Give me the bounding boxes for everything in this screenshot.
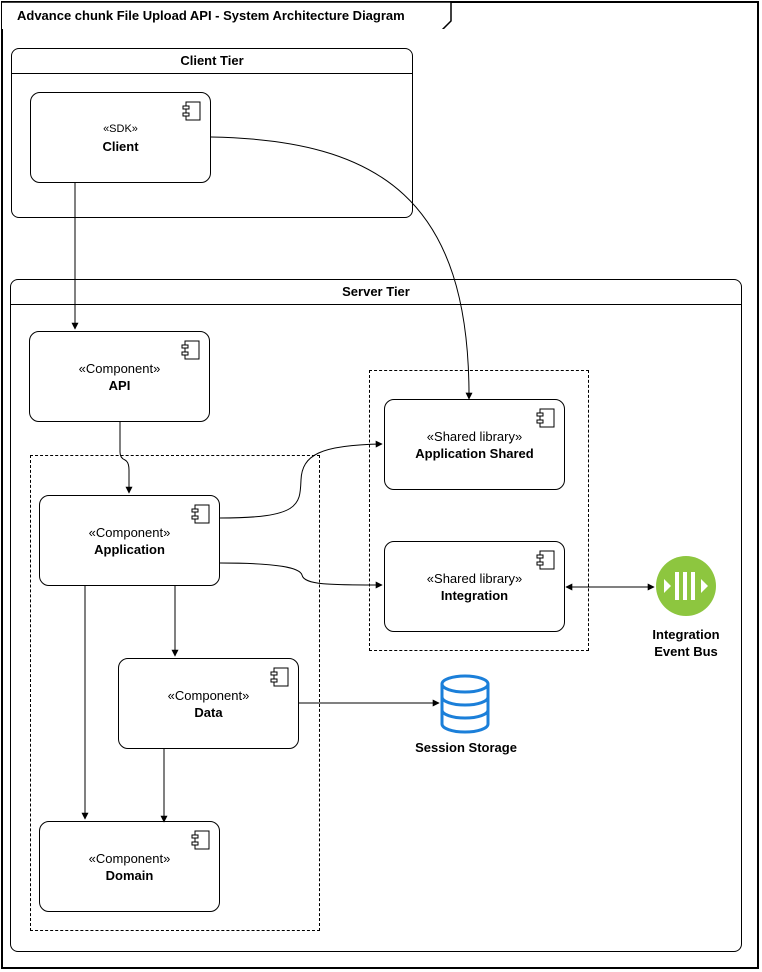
application-stereotype: «Component» <box>88 524 171 540</box>
component-icon <box>536 408 555 428</box>
component-icon <box>536 550 555 570</box>
client-component[interactable]: «SDK» Client <box>30 92 211 183</box>
api-component[interactable]: «Component» API <box>29 331 210 422</box>
core-group-boundary <box>30 455 320 931</box>
domain-name: Domain <box>105 867 154 883</box>
session-storage-label: Session Storage <box>415 740 517 755</box>
data-stereotype: «Component» <box>167 687 250 703</box>
component-icon <box>191 830 210 850</box>
application-shared-name: Application Shared <box>415 445 534 461</box>
application-shared-component[interactable]: «Shared library» Application Shared <box>384 399 565 490</box>
client-stereotype: «SDK» <box>103 122 138 135</box>
component-icon <box>181 340 200 360</box>
component-icon <box>270 667 289 687</box>
integration-component[interactable]: «Shared library» Integration <box>384 541 565 632</box>
data-component[interactable]: «Component» Data <box>118 658 299 749</box>
application-shared-stereotype: «Shared library» <box>426 428 523 444</box>
title-tab <box>2 1 452 29</box>
component-icon <box>182 101 201 121</box>
application-name: Application <box>94 541 165 557</box>
integration-stereotype: «Shared library» <box>426 570 523 586</box>
api-stereotype: «Component» <box>78 360 161 376</box>
diagram-title: Advance chunk File Upload API - System A… <box>17 8 405 23</box>
integration-name: Integration <box>440 587 509 603</box>
event-bus-label: Integration Event Bus <box>636 626 736 660</box>
event-bus-label-line1: Integration <box>652 627 720 642</box>
application-component[interactable]: «Component» Application <box>39 495 220 586</box>
component-icon <box>191 504 210 524</box>
server-tier-title: Server Tier <box>11 280 741 305</box>
data-name: Data <box>194 704 223 720</box>
domain-stereotype: «Component» <box>88 850 171 866</box>
domain-component[interactable]: «Component» Domain <box>39 821 220 912</box>
client-name: Client <box>102 138 139 154</box>
client-tier-title: Client Tier <box>12 49 412 74</box>
event-bus-label-line2: Event Bus <box>654 644 718 659</box>
api-name: API <box>108 377 131 393</box>
